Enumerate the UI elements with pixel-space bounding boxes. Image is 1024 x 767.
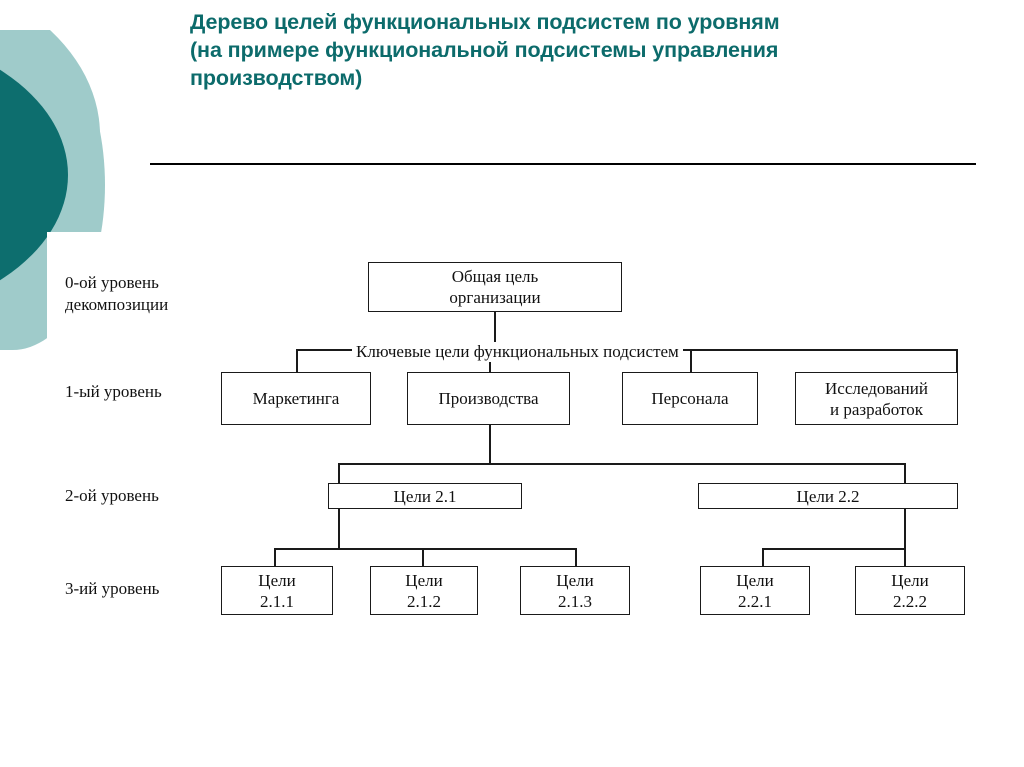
node-level1-marketing-label: Маркетинга (252, 389, 340, 408)
node-level3-goals-212-line-2: 2.1.2 (407, 591, 441, 611)
decorative-mask-white-top (0, 0, 1024, 30)
connector-drop-goals-222 (904, 548, 906, 567)
connector-bus-level-3-left (274, 548, 577, 550)
connector-drop-goals-221 (762, 548, 764, 567)
connector-bus-drop-personnel (690, 349, 692, 373)
node-root[interactable]: Общая цель организации (368, 262, 622, 312)
connector-bus-drop-marketing (296, 349, 298, 373)
level-label-1-line-1: 1-ый уровень (65, 382, 162, 401)
connector-bus-drop-goals-21 (338, 463, 340, 485)
node-level2-goals-21[interactable]: Цели 2.1 (328, 483, 522, 509)
node-level3-goals-222-line-1: Цели (891, 570, 929, 590)
node-level2-goals-22-label: Цели 2.2 (796, 486, 860, 506)
level-label-2: 2-ой уровень (65, 485, 159, 507)
node-level3-goals-213-line-2: 2.1.3 (558, 591, 592, 611)
node-level3-goals-212-line-1: Цели (405, 570, 443, 590)
node-level2-goals-22[interactable]: Цели 2.2 (698, 483, 958, 509)
title-divider-rule (150, 163, 976, 165)
level-label-1: 1-ый уровень (65, 381, 162, 403)
node-level1-production-label: Производства (438, 389, 539, 408)
node-level3-goals-222-line-2: 2.2.2 (893, 591, 927, 611)
connector-goals21-down (338, 509, 340, 550)
node-level3-goals-213-line-1: Цели (556, 570, 594, 590)
connector-bus-level-3-right (762, 548, 906, 550)
node-level3-goals-222[interactable]: Цели 2.2.2 (855, 566, 965, 615)
level-label-2-line-1: 2-ой уровень (65, 486, 159, 505)
connector-drop-goals-213 (575, 548, 577, 567)
node-level1-personnel-label: Персонала (651, 389, 729, 408)
node-level3-goals-221[interactable]: Цели 2.2.1 (700, 566, 810, 615)
node-level1-research-line-2: и разработок (829, 399, 924, 419)
decorative-mask-white-block (47, 232, 247, 472)
level-label-0-line-1: 0-ой уровень (65, 273, 159, 292)
node-level3-goals-211-line-1: Цели (258, 570, 296, 590)
slide-title-line-1: Дерево целей функциональных подсистем по… (190, 10, 780, 34)
node-level1-marketing[interactable]: Маркетинга (221, 372, 371, 425)
slide-title-line-3: производством) (190, 66, 363, 90)
node-level3-goals-211[interactable]: Цели 2.1.1 (221, 566, 333, 615)
connector-production-down (489, 425, 491, 465)
connector-bus-drop-research (956, 349, 958, 373)
node-level1-research[interactable]: Исследований и разработок (795, 372, 958, 425)
node-level2-goals-21-label: Цели 2.1 (393, 486, 457, 506)
node-level1-production[interactable]: Производства (407, 372, 570, 425)
connector-drop-goals-211 (274, 548, 276, 567)
level-label-0-line-2: декомпозиции (65, 295, 169, 314)
connector-root-to-bus (494, 312, 496, 362)
node-level3-goals-213[interactable]: Цели 2.1.3 (520, 566, 630, 615)
node-root-line-1: Общая цель (451, 267, 539, 286)
connector-goals22-down (904, 509, 906, 550)
level-label-0: 0-ой уровень декомпозиции (65, 272, 168, 316)
slide-title-line-2: (на примере функциональной подсистемы уп… (190, 38, 779, 62)
connector-bus-level-2 (338, 463, 906, 465)
node-root-line-2: организации (449, 288, 541, 307)
node-level3-goals-212[interactable]: Цели 2.1.2 (370, 566, 478, 615)
bus-label-key-goals: Ключевые цели функциональных подсистем (352, 342, 683, 362)
node-level3-goals-221-line-1: Цели (736, 570, 774, 590)
node-level3-goals-211-line-2: 2.1.1 (260, 591, 294, 611)
node-level1-personnel[interactable]: Персонала (622, 372, 758, 425)
connector-drop-goals-212 (422, 548, 424, 567)
connector-bus-drop-goals-22 (904, 463, 906, 485)
level-label-3-line-1: 3-ий уровень (65, 579, 160, 598)
level-label-3: 3-ий уровень (65, 578, 159, 600)
node-level1-research-line-1: Исследований (825, 378, 928, 398)
node-level3-goals-221-line-2: 2.2.1 (738, 591, 772, 611)
slide-title: Дерево целей функциональных подсистем по… (190, 8, 990, 92)
